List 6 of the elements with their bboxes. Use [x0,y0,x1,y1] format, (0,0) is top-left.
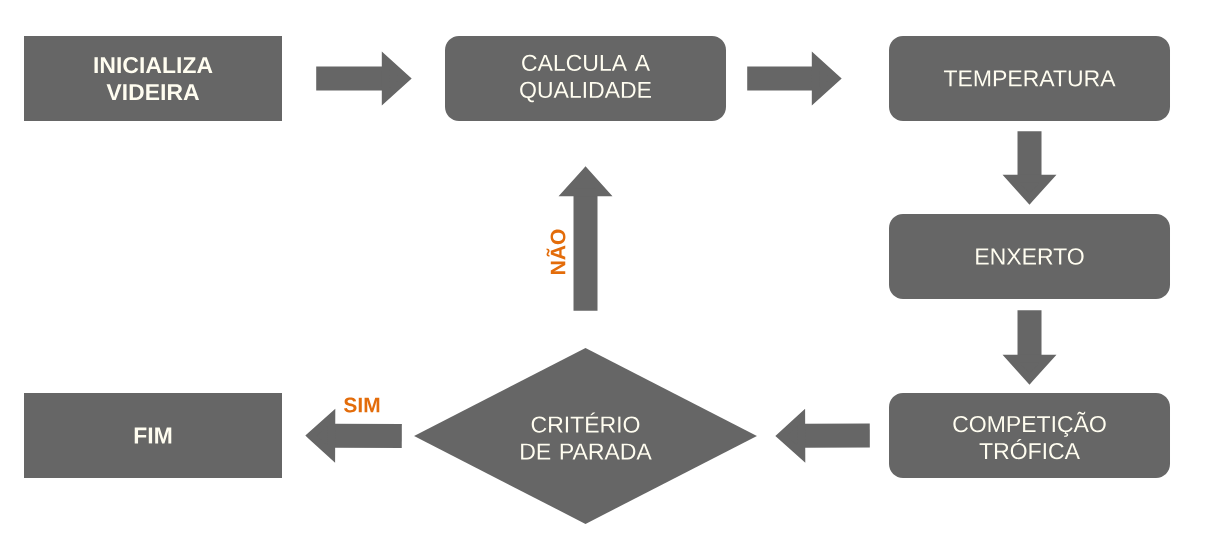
process-box: CALCULA A QUALIDADE [445,36,726,121]
process-box: COMPETIÇÃO TRÓFICA [889,393,1170,478]
process-box: TEMPERATURA [889,36,1170,121]
start-box: INICIALIZA VIDEIRA [24,36,282,121]
process-box: ENXERTO [889,214,1170,299]
end-box: FIM [24,393,282,478]
